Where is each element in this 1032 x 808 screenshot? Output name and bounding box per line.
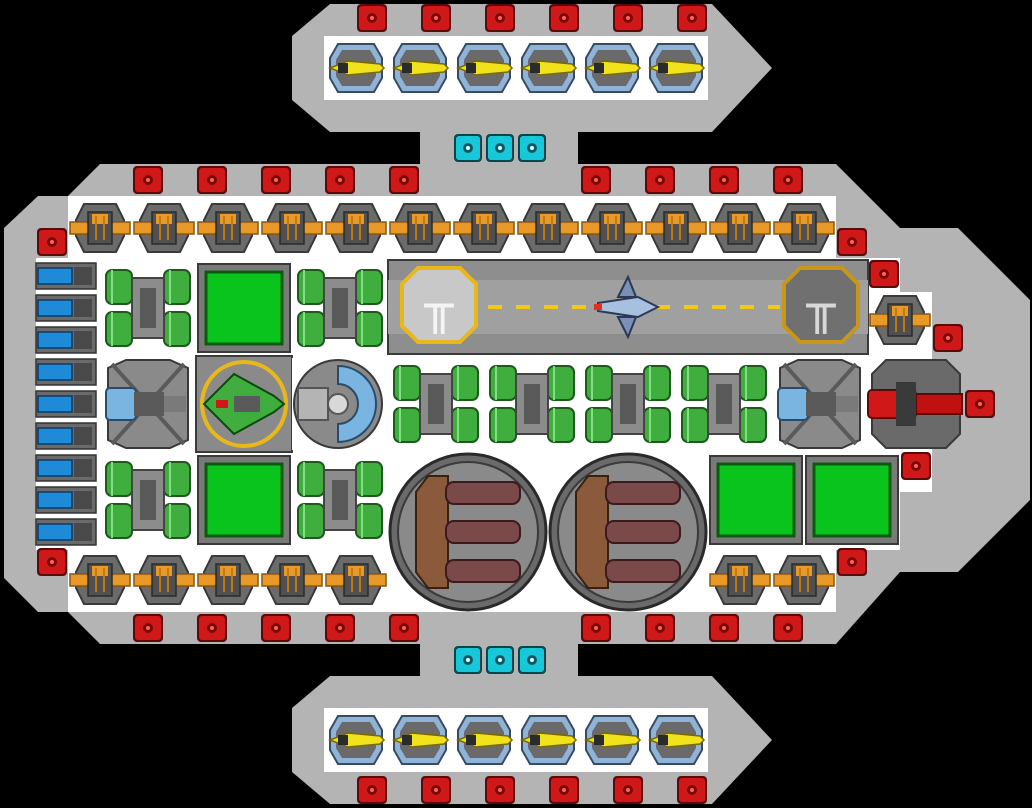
- fighter-bay[interactable]: [195, 355, 293, 453]
- red-light-icon: [421, 4, 451, 32]
- cyan-light-icon: [518, 646, 546, 674]
- shuttle-icon[interactable]: [594, 274, 661, 340]
- fuel-tank-icon: [487, 359, 577, 449]
- cyan-light-icon: [454, 134, 482, 162]
- red-light-icon: [581, 166, 611, 194]
- red-light-icon: [709, 614, 739, 642]
- red-light-icon: [261, 166, 291, 194]
- red-light-icon: [325, 614, 355, 642]
- missile-launcher-icon[interactable]: [329, 715, 385, 765]
- battery-cell-icon: [35, 390, 97, 418]
- red-light-icon: [613, 776, 643, 804]
- battery-cell-icon: [35, 326, 97, 354]
- red-light-icon: [389, 166, 419, 194]
- landing-pad-left[interactable]: ╥: [400, 266, 478, 344]
- heavy-cannon-icon[interactable]: [867, 359, 963, 449]
- red-light-icon: [261, 614, 291, 642]
- red-light-icon: [357, 4, 387, 32]
- thruster-icon[interactable]: [776, 358, 862, 450]
- cyan-light-icon: [486, 134, 514, 162]
- missile-launcher-icon[interactable]: [329, 43, 385, 93]
- cyan-light-icon: [518, 134, 546, 162]
- red-light-icon: [677, 4, 707, 32]
- fuel-tank-icon: [103, 455, 193, 545]
- fuel-tank-icon: [295, 263, 385, 353]
- missile-launcher-icon[interactable]: [457, 715, 513, 765]
- red-light-icon: [485, 776, 515, 804]
- red-light-icon: [645, 166, 675, 194]
- red-light-icon: [613, 4, 643, 32]
- missile-launcher-icon[interactable]: [585, 715, 641, 765]
- red-light-icon: [421, 776, 451, 804]
- red-light-icon: [37, 228, 67, 256]
- solar-panel-icon: [804, 454, 900, 546]
- red-light-icon: [773, 166, 803, 194]
- battery-cell-icon: [35, 358, 97, 386]
- red-light-icon: [709, 166, 739, 194]
- red-light-icon: [357, 776, 387, 804]
- fighter-icon[interactable]: [202, 372, 286, 436]
- red-light-icon: [965, 390, 995, 418]
- fuel-tank-icon: [103, 263, 193, 353]
- red-light-icon: [837, 228, 867, 256]
- red-light-icon: [549, 4, 579, 32]
- missile-launcher-icon[interactable]: [585, 43, 641, 93]
- missile-launcher-icon[interactable]: [521, 43, 577, 93]
- cargo-bay-icon[interactable]: [548, 452, 708, 612]
- fuel-tank-icon: [583, 359, 673, 449]
- red-light-icon: [933, 324, 963, 352]
- runway: ╥ ╥: [387, 259, 869, 355]
- red-light-icon: [197, 614, 227, 642]
- battery-cell-icon: [35, 294, 97, 322]
- landing-pad-right[interactable]: ╥: [782, 266, 860, 344]
- missile-launcher-icon[interactable]: [393, 43, 449, 93]
- red-light-icon: [581, 614, 611, 642]
- missile-launcher-icon[interactable]: [649, 43, 705, 93]
- red-light-icon: [549, 776, 579, 804]
- red-light-icon: [901, 452, 931, 480]
- missile-launcher-icon[interactable]: [521, 715, 577, 765]
- red-light-icon: [869, 260, 899, 288]
- missile-launcher-icon[interactable]: [649, 715, 705, 765]
- cyan-light-icon: [486, 646, 514, 674]
- red-light-icon: [37, 548, 67, 576]
- fuel-tank-icon: [391, 359, 481, 449]
- red-light-icon: [645, 614, 675, 642]
- shield-generator-icon[interactable]: [292, 358, 384, 450]
- solar-panel-icon: [196, 454, 292, 546]
- missile-launcher-icon[interactable]: [457, 43, 513, 93]
- landing-pad-left-label: ╥: [424, 278, 455, 335]
- battery-cell-icon: [35, 486, 97, 514]
- red-light-icon: [133, 166, 163, 194]
- solar-panel-icon: [708, 454, 804, 546]
- fuel-tank-icon: [295, 455, 385, 545]
- red-light-icon: [677, 776, 707, 804]
- red-light-icon: [325, 166, 355, 194]
- battery-cell-icon: [35, 454, 97, 482]
- red-light-icon: [197, 166, 227, 194]
- red-light-icon: [773, 614, 803, 642]
- landing-pad-right-label: ╥: [806, 278, 837, 335]
- red-light-icon: [837, 548, 867, 576]
- battery-cell-icon: [35, 422, 97, 450]
- red-light-icon: [133, 614, 163, 642]
- battery-cell-icon: [35, 262, 97, 290]
- red-light-icon: [485, 4, 515, 32]
- thruster-icon[interactable]: [104, 358, 190, 450]
- battery-cell-icon: [35, 518, 97, 546]
- missile-launcher-icon[interactable]: [393, 715, 449, 765]
- fuel-tank-icon: [679, 359, 769, 449]
- red-light-icon: [389, 614, 419, 642]
- solar-panel-icon: [196, 262, 292, 354]
- cyan-light-icon: [454, 646, 482, 674]
- cargo-bay-icon[interactable]: [388, 452, 548, 612]
